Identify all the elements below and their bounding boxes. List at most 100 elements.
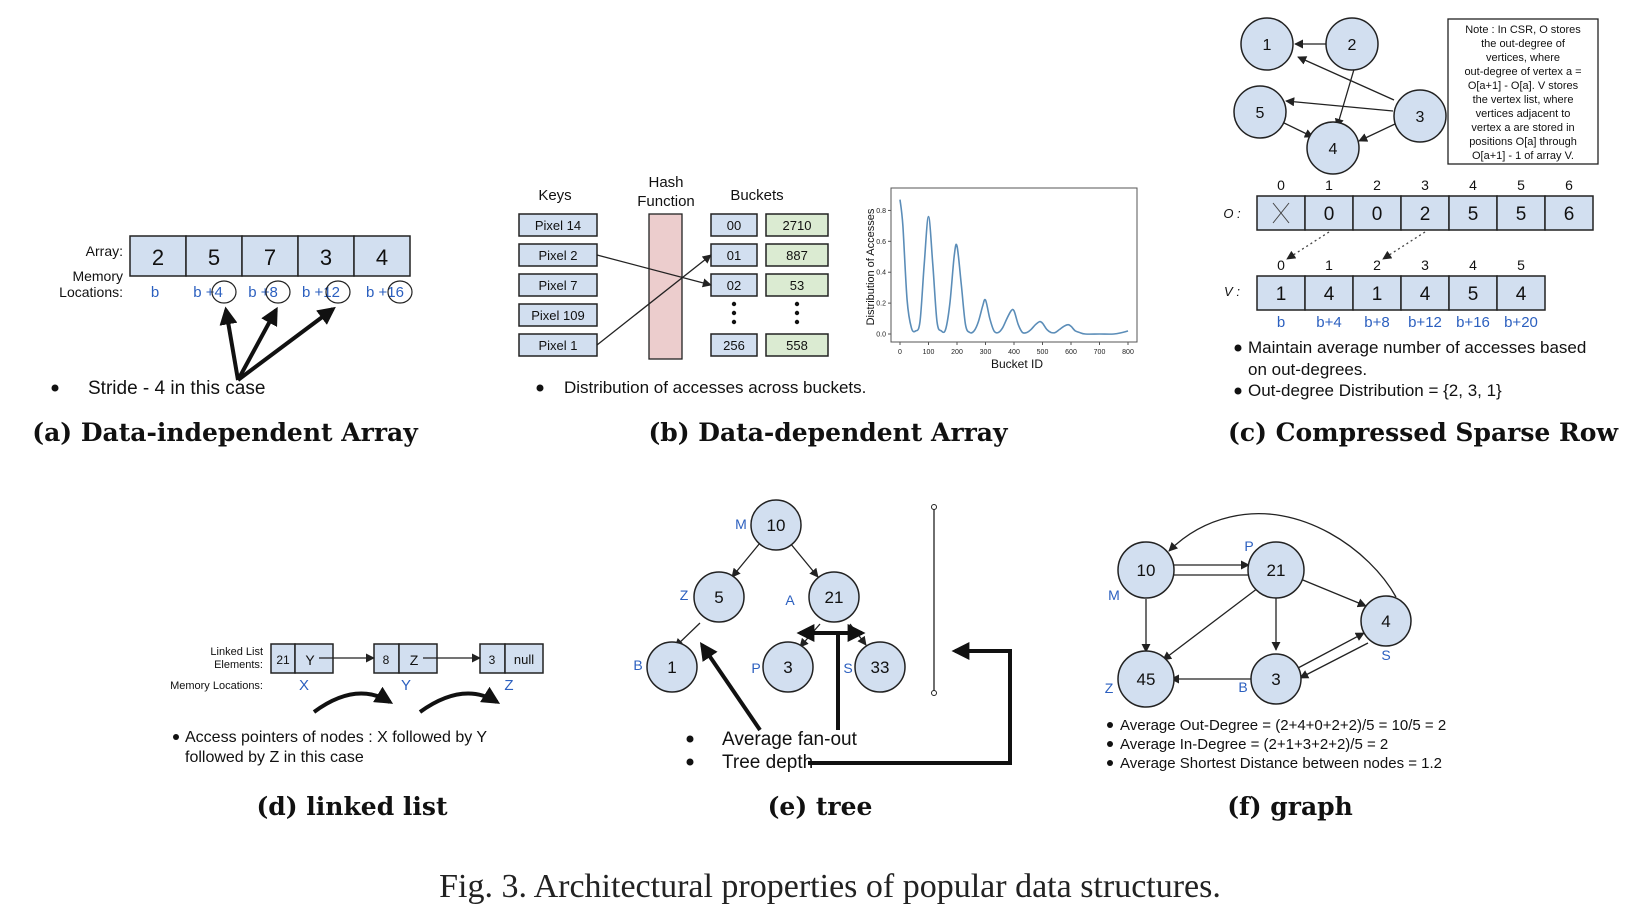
x-tick-label: 300: [980, 349, 992, 356]
panel-b: Keys Hash Function Buckets Pixel 14 Pixe…: [518, 174, 1138, 447]
csr-bullet: Out-degree Distribution = {2, 3, 1}: [1248, 381, 1502, 400]
x-tick-label: 500: [1037, 349, 1049, 356]
traversal-text: followed by Z in this case: [185, 749, 364, 766]
node-location: X: [299, 677, 309, 694]
o-value: 5: [1516, 204, 1527, 225]
traversal-arrow: [312, 686, 394, 714]
bullet-dot: [173, 734, 179, 740]
node-value: 10: [1137, 561, 1156, 580]
node-label: M: [1108, 587, 1120, 603]
graph-node: [1240, 17, 1294, 71]
tree-node: 10 M: [735, 499, 802, 551]
node-value: 1: [667, 658, 676, 677]
panel-a: Array: Memory Locations: 2 5 7 3 4 b b +…: [32, 235, 419, 447]
panel-d: Linked List Elements: Memory Locations: …: [170, 643, 544, 821]
x-axis-label: Bucket ID: [991, 357, 1043, 371]
array-value: 4: [376, 245, 388, 270]
elements-label: Linked List: [210, 646, 263, 658]
y-tick-label: 0.2: [876, 301, 886, 308]
x-tick-label: 800: [1122, 349, 1134, 356]
caption-a: (a) Data-independent Array: [32, 418, 419, 447]
v-location: b: [1277, 314, 1285, 331]
location-label: b +4: [193, 284, 223, 301]
location-label: b +8: [248, 284, 278, 301]
tree-node: 33 S: [843, 641, 906, 693]
figure-caption: Fig. 3. Architectural properties of popu…: [439, 868, 1221, 905]
key-label: Pixel 1: [538, 338, 577, 353]
o-label: O :: [1223, 206, 1241, 221]
bullet-dot: [686, 758, 694, 766]
bullet-dot: [1107, 722, 1113, 728]
x-tick-label: 700: [1094, 349, 1106, 356]
array-value: 7: [264, 245, 276, 270]
array-value: 5: [208, 245, 220, 270]
bucket-id: 256: [723, 338, 745, 353]
v-index: 3: [1421, 257, 1429, 273]
note-line: O[a+1] - O[a]. V stores: [1468, 80, 1579, 92]
location-label: b +16: [366, 284, 404, 301]
hash-header: Function: [637, 193, 695, 210]
csr-bullet: on out-degrees.: [1248, 360, 1367, 379]
v-value: 5: [1468, 284, 1479, 305]
v-value: 4: [1420, 284, 1431, 305]
o-to-v-pointer: [1382, 231, 1426, 260]
tree-node: 5 Z: [680, 571, 745, 623]
note-line: positions O[a] through: [1469, 136, 1577, 148]
note-line: vertex a are stored in: [1471, 122, 1574, 134]
panel-e: 10 M 5 Z 21 A 1 B 3 P 33 S: [633, 499, 1012, 821]
panel-f: 10 M 21 P 4 S 45 Z 3 B Average Out-Degre…: [1105, 512, 1446, 821]
bullet-dot: [1107, 741, 1113, 747]
o-index: 0: [1277, 177, 1285, 193]
bucket-ids: 00 01 02 256: [710, 213, 758, 357]
linked-list-node: 3 null: [479, 643, 544, 674]
graph-node: [1233, 85, 1287, 139]
bucket-id: 01: [727, 248, 741, 263]
v-index: 4: [1469, 257, 1477, 273]
fan-out-text: Average fan-out: [722, 729, 858, 750]
tree-depth-text: Tree depth: [722, 752, 813, 773]
elements-label: Elements:: [214, 659, 263, 671]
graph-stat: Average In-Degree = (2+1+3+2+2)/5 = 2: [1120, 736, 1388, 753]
v-location: b+4: [1316, 314, 1341, 331]
o-value: 0: [1372, 204, 1383, 225]
o-index: 3: [1421, 177, 1429, 193]
stride-text: Stride - 4 in this case: [88, 378, 265, 399]
csr-graph: 1 2 3 4 5: [1233, 17, 1447, 175]
node-label: M: [735, 516, 747, 532]
keys-header: Keys: [538, 187, 571, 204]
graph-node: [1393, 89, 1447, 143]
memory-locations-label: Memory Locations:: [170, 680, 263, 692]
panel-c: 1 2 3 4 5 Note : In CSR, O stores the ou…: [1223, 17, 1619, 447]
graph-node: 4 S: [1360, 595, 1412, 663]
node-label: B: [1238, 679, 1247, 695]
x-tick-label: 100: [923, 349, 935, 356]
caption-c: (c) Compressed Sparse Row: [1228, 418, 1619, 447]
caption-d: (d) linked list: [256, 792, 447, 821]
v-location: b+12: [1408, 314, 1442, 331]
node-pointer: Z: [410, 652, 419, 668]
bullet-dot: [686, 735, 694, 743]
v-index: 5: [1517, 257, 1525, 273]
csr-note: Note : In CSR, O stores the out-degree o…: [1447, 18, 1599, 165]
v-location: b+16: [1456, 314, 1490, 331]
x-tick-label: 0: [898, 349, 902, 356]
node-pointer: null: [514, 652, 534, 667]
bullet-dot: [536, 384, 544, 392]
fan-out-arrow: [699, 642, 762, 732]
note-line: out-degree of vertex a =: [1464, 66, 1581, 78]
node-value: 21: [825, 588, 844, 607]
v-value: 1: [1276, 284, 1287, 305]
node-label: P: [1244, 538, 1253, 554]
buckets-header: Buckets: [730, 187, 783, 204]
v-index: 1: [1325, 257, 1333, 273]
key-label: Pixel 14: [535, 218, 581, 233]
graph-node: [1306, 121, 1360, 175]
depth-arrow: [808, 642, 1012, 765]
node-value: 21: [276, 653, 290, 667]
key-label: Pixel 109: [531, 308, 584, 323]
v-value: 4: [1324, 284, 1335, 305]
key-label: Pixel 7: [538, 278, 577, 293]
v-index: 0: [1277, 257, 1285, 273]
traversal-text: Access pointers of nodes : X followed by…: [185, 729, 487, 746]
node-value: 3: [1416, 109, 1425, 126]
